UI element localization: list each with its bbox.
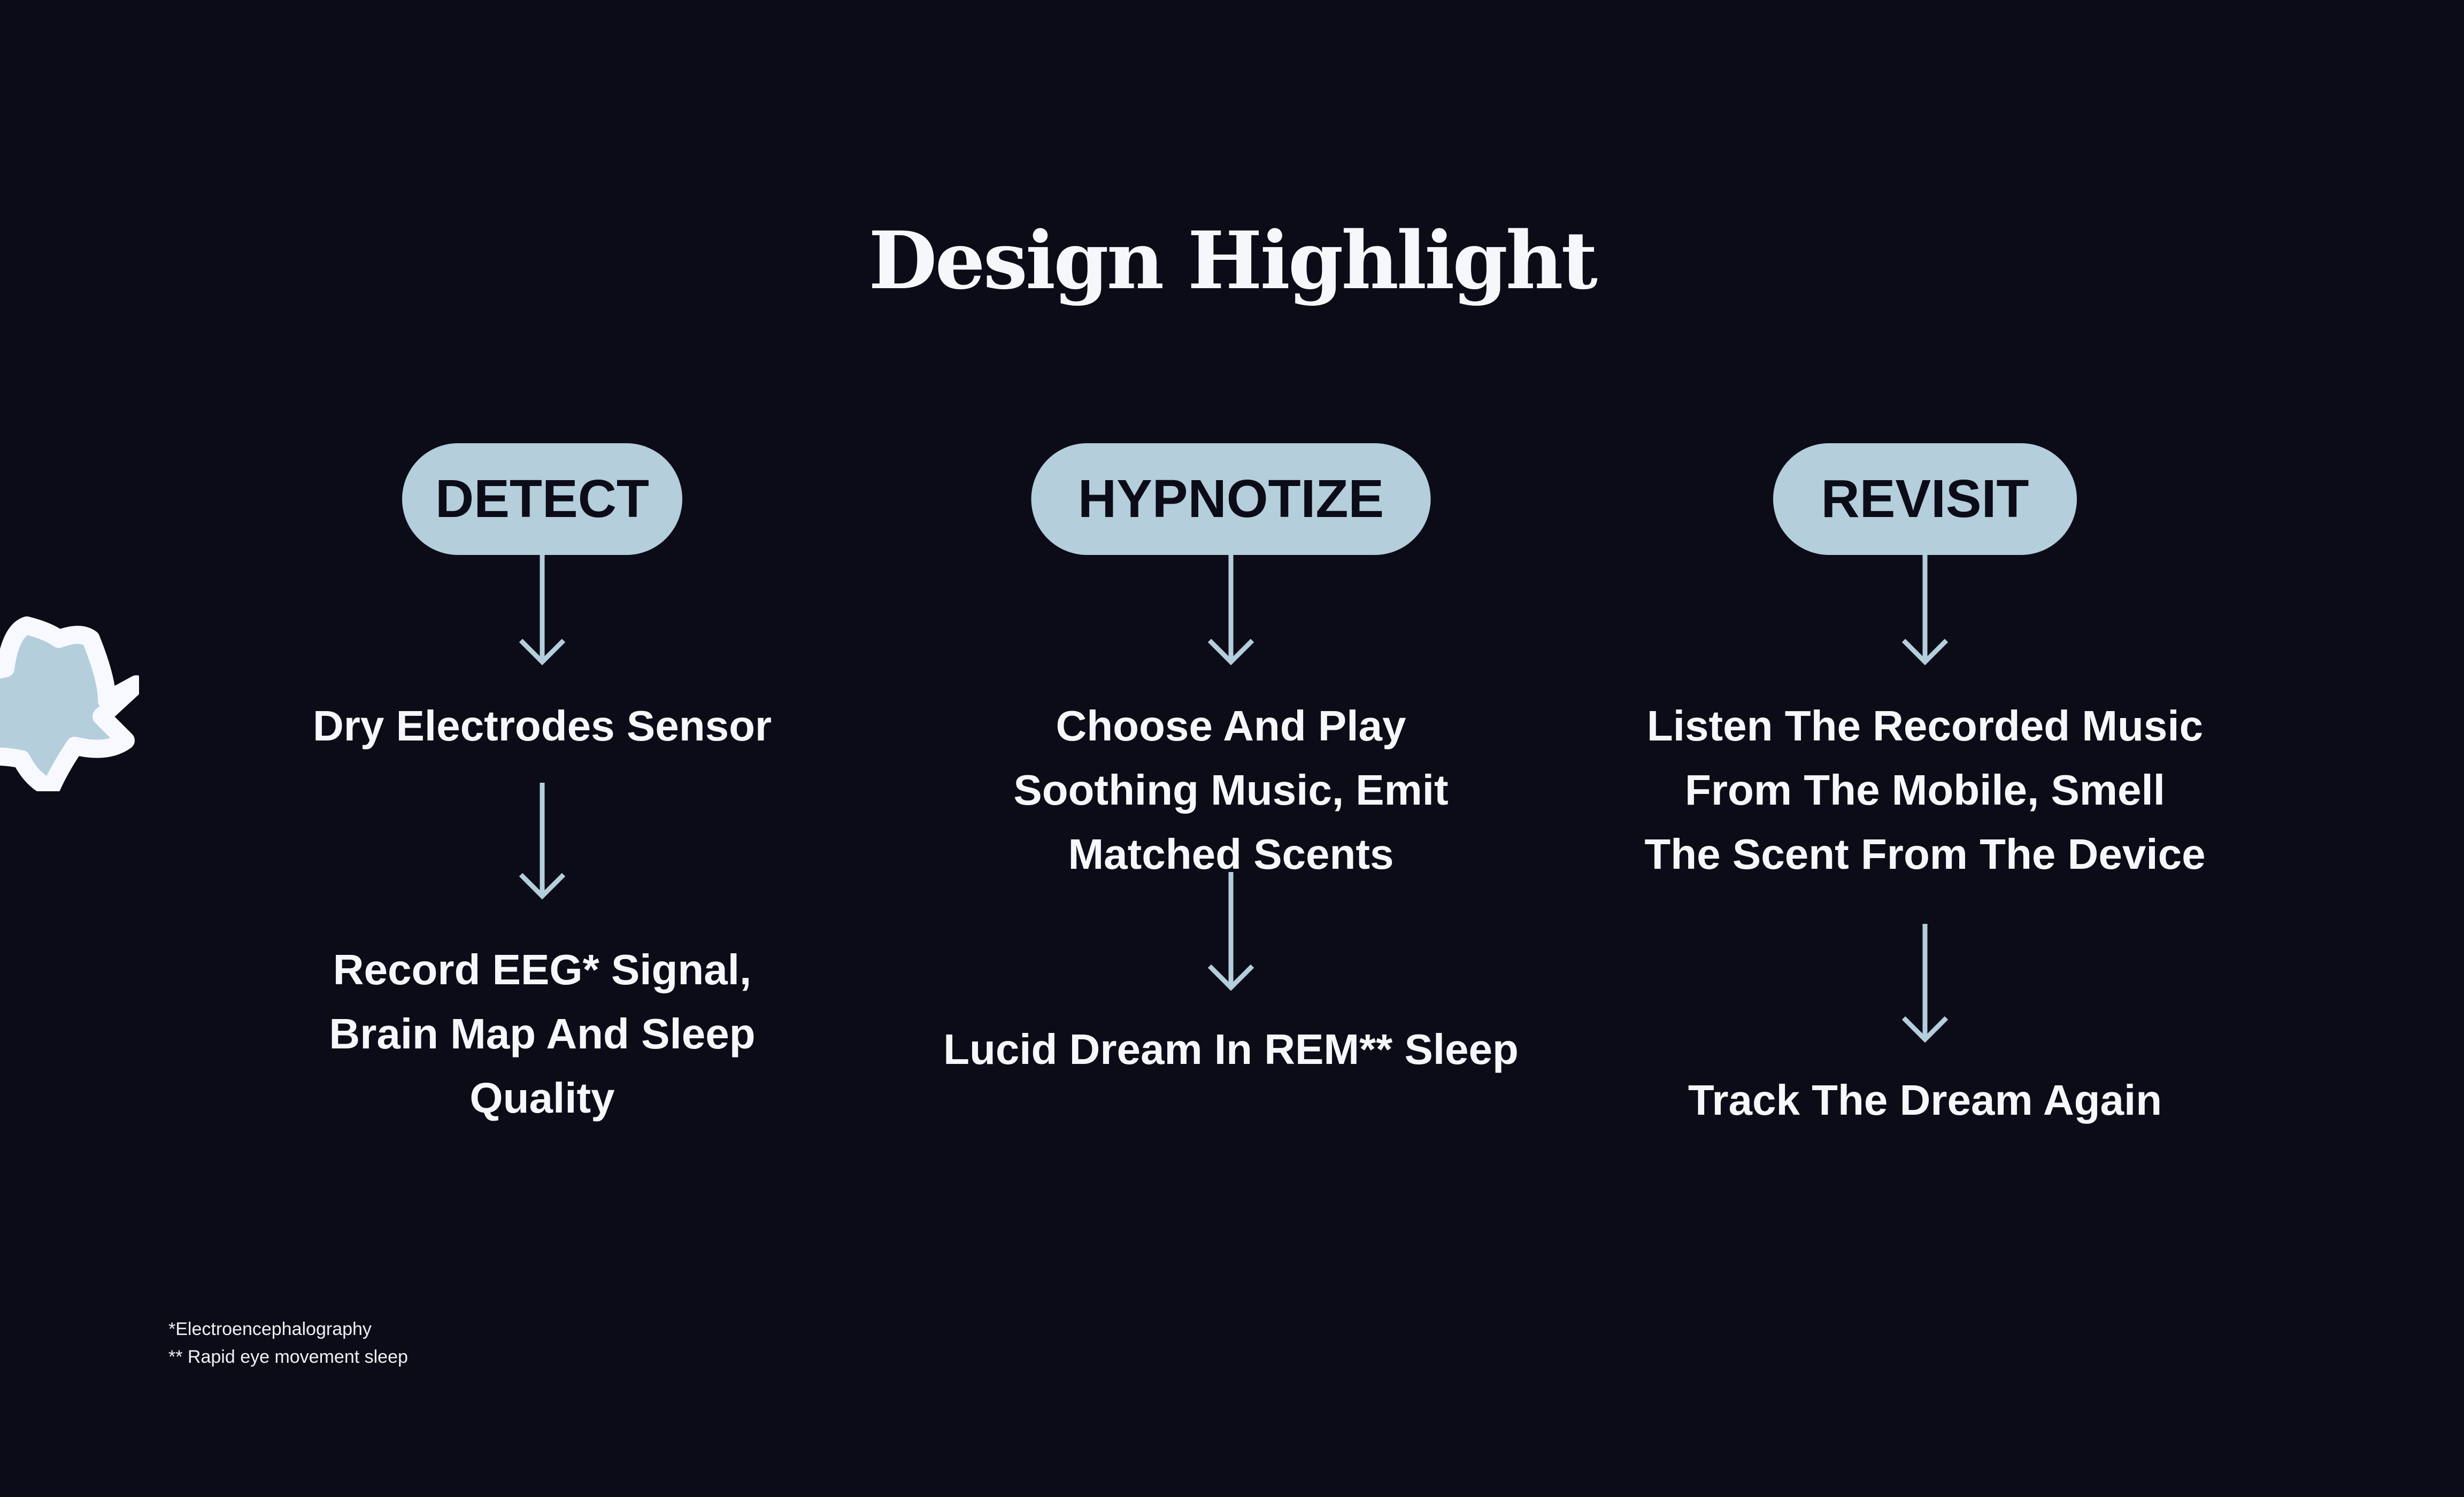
step-text: Choose And Play Soothing Music, Emit Mat… [1013, 702, 1449, 878]
footnote: *Electroencephalography [168, 1319, 372, 1339]
page-title: Design Highlight [868, 214, 1598, 307]
step-text: Record EEG* Signal, Brain Map And Sleep … [329, 946, 756, 1122]
step-text: Dry Electrodes Sensor [312, 702, 772, 750]
stage-pill-detect: DETECT [402, 443, 682, 555]
arrow-down-icon [1901, 924, 1949, 1043]
step-text: Track The Dream Again [1688, 1076, 2162, 1124]
step-text: Listen The Recorded Music From The Mobil… [1644, 702, 2206, 878]
arrow-down-icon [1207, 872, 1254, 991]
stage-pill-revisit: REVISIT [1773, 443, 2077, 555]
starburst-decoration-icon [0, 616, 139, 791]
arrow-down-icon [519, 783, 566, 900]
stage-pill-hypnotize: HYPNOTIZE [1031, 443, 1431, 555]
arrow-down-icon [1901, 555, 1949, 666]
arrow-down-icon [519, 555, 566, 666]
footnote: ** Rapid eye movement sleep [168, 1347, 408, 1367]
step-text: Lucid Dream In REM** Sleep [943, 1025, 1519, 1073]
arrow-down-icon [1207, 555, 1254, 666]
